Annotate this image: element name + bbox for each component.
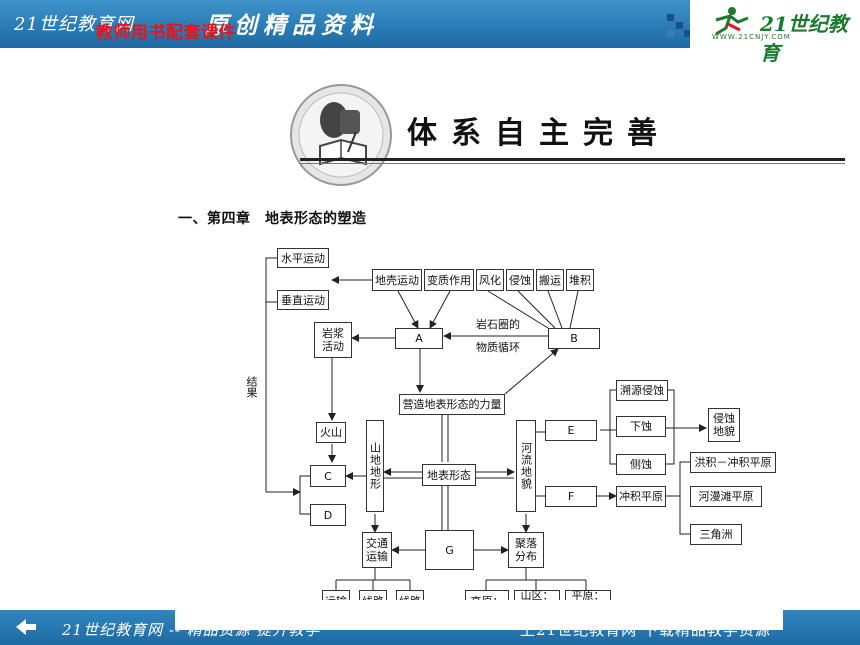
box-river-landform: 河流地貌: [516, 420, 536, 512]
back-arrow-icon[interactable]: [14, 617, 38, 637]
section-title: 体系自主完善: [407, 116, 671, 151]
logo-box: [690, 0, 860, 48]
box-down-cutting: 下蚀: [616, 416, 666, 437]
box-f: F: [545, 486, 597, 507]
box-lateral-erosion: 侧蚀: [616, 454, 666, 475]
chapter-subtitle: 一、第四章 地表形态的塑造: [178, 211, 367, 227]
box-weathering: 风化: [476, 269, 504, 291]
box-deposition: 堆积: [566, 269, 594, 291]
magma-text: 岩浆活动: [322, 327, 344, 353]
box-g: G: [425, 530, 474, 570]
slogan: 原创精品资料: [205, 12, 379, 39]
banner-rule: [300, 158, 845, 161]
box-surface-landform: 地表形态: [422, 464, 476, 486]
box-headward-erosion: 溯源侵蚀: [616, 380, 668, 401]
box-floodplain: 河漫滩平原: [690, 486, 762, 507]
box-alluvial-plain: 冲积平原: [616, 486, 666, 507]
runner-icon: [715, 7, 749, 36]
label-rock-cycle-1: 岩石圈的: [476, 318, 520, 331]
settlement-text: 聚落分布: [515, 537, 537, 563]
box-vertical-movement: 垂直运动: [277, 290, 329, 310]
box-mountain-landform: 山地地形: [366, 420, 384, 512]
box-delta: 三角洲: [690, 524, 742, 545]
result-text: 结果: [245, 376, 258, 398]
box-e: E: [545, 420, 597, 441]
footer-white-mask: [175, 600, 783, 630]
box-d: D: [310, 504, 346, 526]
box-diluvial-alluvial-plain: 洪积－冲积平原: [690, 452, 776, 473]
box-a: A: [395, 328, 443, 349]
box-b: B: [548, 328, 600, 349]
label-rock-cycle-2: 物质循环: [476, 341, 520, 354]
overlay-caption: 教师用书配套课件: [96, 23, 236, 43]
box-metamorphism: 变质作用: [424, 269, 474, 291]
box-transport: 搬运: [536, 269, 564, 291]
box-volcano: 火山: [316, 422, 346, 443]
erosional-landform-text: 侵蚀地貌: [713, 412, 735, 438]
box-shaping-forces: 营造地表形态的力量: [399, 394, 505, 415]
label-result: 结果: [244, 376, 258, 402]
box-crustal-movement: 地壳运动: [372, 269, 422, 291]
logo-text: 21世纪教育: [760, 12, 848, 65]
box-horizontal-movement: 水平运动: [277, 248, 329, 268]
transportation-text: 交通运输: [366, 537, 388, 563]
brand-title: 21世纪教育网: [14, 14, 134, 35]
box-c: C: [310, 465, 346, 487]
logo-url: WWW.21CNJY.COM: [712, 33, 791, 41]
box-magma-activity: 岩浆活动: [314, 322, 352, 358]
banner-rule-thin: [300, 163, 845, 164]
box-transportation: 交通运输: [362, 532, 392, 568]
box-settlement: 聚落分布: [508, 532, 544, 568]
box-erosional-landform: 侵蚀地貌: [708, 408, 740, 442]
box-erosion: 侵蚀: [506, 269, 534, 291]
